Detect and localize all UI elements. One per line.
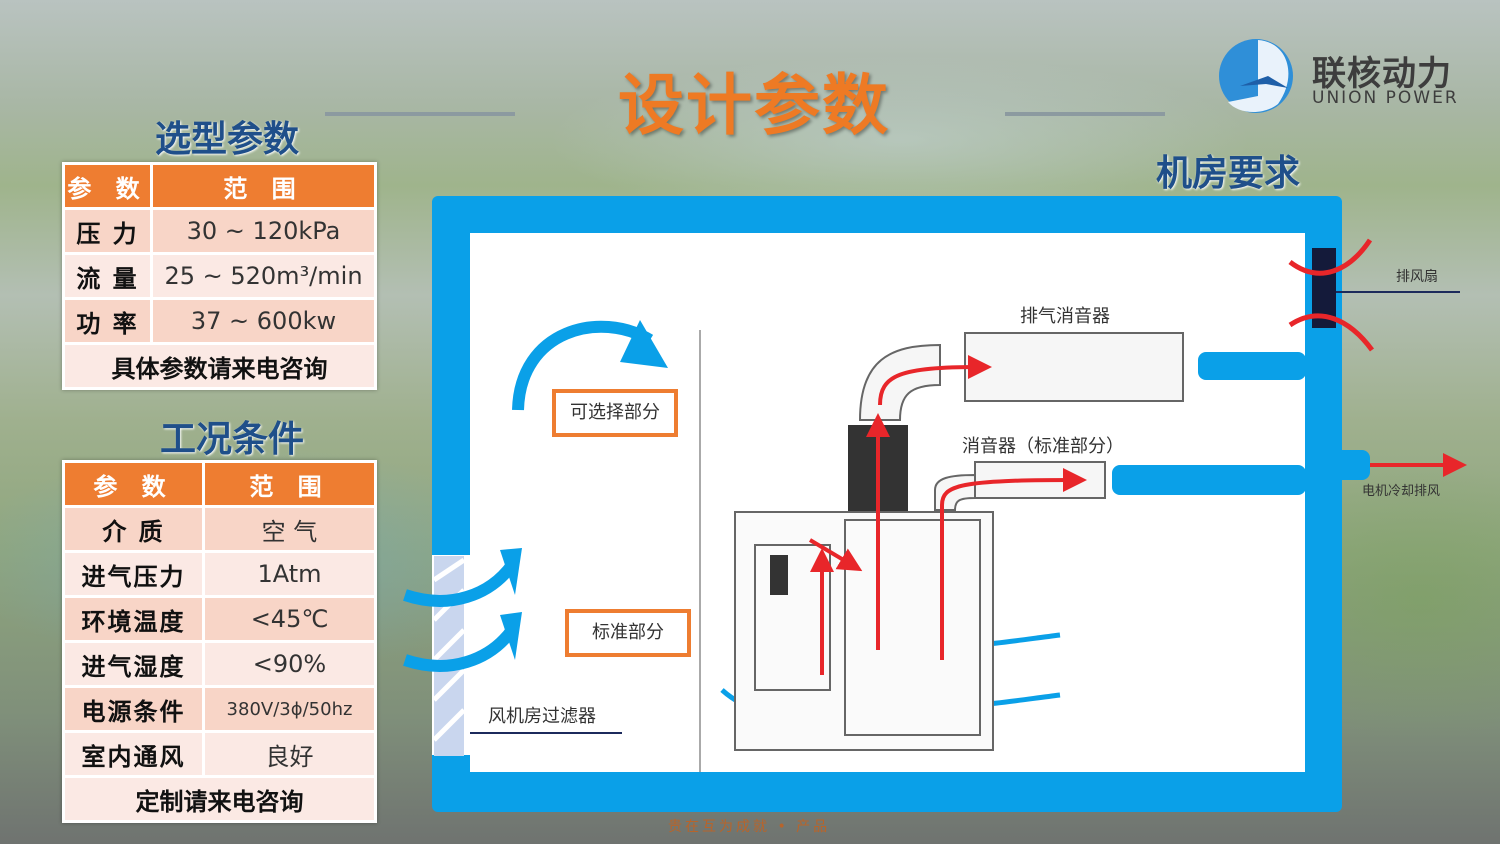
- exhaust-fan-label: 排风扇: [1396, 269, 1438, 285]
- contact-note: 定制请来电咨询: [62, 775, 377, 823]
- filter-label: 风机房过滤器: [488, 706, 596, 727]
- optional-part-label: 可选择部分: [552, 389, 678, 437]
- page-title: 设计参数: [618, 67, 890, 144]
- param-name: 进气压力: [62, 550, 205, 598]
- union-power-logo-icon: [1219, 39, 1293, 113]
- col-header: 范 围: [150, 162, 377, 210]
- conditions-heading: 工况条件: [160, 419, 305, 460]
- exhaust-silencer-label: 排气消音器: [1020, 306, 1110, 327]
- param-value: 37 ~ 600kw: [150, 297, 377, 345]
- table-row: 室内通风良好: [62, 730, 377, 778]
- param-value: 1Atm: [202, 550, 377, 598]
- contact-note: 具体参数请来电咨询: [62, 342, 377, 390]
- room-heading: 机房要求: [1156, 153, 1301, 194]
- param-value: 380V/3ϕ/50hz: [202, 685, 377, 733]
- col-header: 范 围: [202, 460, 377, 508]
- footer-slogan: 贵在互为成就 • 产品: [668, 819, 831, 835]
- param-value: <45℃: [202, 595, 377, 643]
- motor-cooling-label: 电机冷却排风: [1362, 484, 1441, 499]
- param-name: 室内通风: [62, 730, 205, 778]
- logo-text-en: UNION POWER: [1312, 88, 1459, 108]
- param-name: 流 量: [62, 252, 153, 300]
- param-name: 电源条件: [62, 685, 205, 733]
- table-row: 进气湿度<90%: [62, 640, 377, 688]
- param-value: <90%: [202, 640, 377, 688]
- param-name: 环境温度: [62, 595, 205, 643]
- blower-package: [734, 511, 994, 751]
- silencers: [858, 332, 1184, 511]
- exhaust-arrows: [808, 355, 1467, 675]
- param-name: 介 质: [62, 505, 205, 553]
- param-name: 功 率: [62, 297, 153, 345]
- param-value: 25 ~ 520m³/min: [150, 252, 377, 300]
- param-value: 空 气: [202, 505, 377, 553]
- param-name: 进气湿度: [62, 640, 205, 688]
- title-divider: [325, 112, 515, 116]
- title-divider: [1005, 112, 1165, 116]
- col-header: 参 数: [62, 162, 153, 210]
- table-row: 环境温度<45℃: [62, 595, 377, 643]
- param-name: 压 力: [62, 207, 153, 255]
- selection-heading: 选型参数: [155, 119, 300, 160]
- standard-part-label: 标准部分: [565, 609, 691, 657]
- intake-filter: [432, 556, 466, 756]
- logo-text-cn: 联核动力: [1312, 54, 1452, 94]
- table-row: 介 质空 气: [62, 505, 377, 553]
- param-value: 30 ~ 120kPa: [150, 207, 377, 255]
- col-header: 参 数: [62, 460, 205, 508]
- param-value: 良好: [202, 730, 377, 778]
- standard-silencer-label: 消音器（标准部分）: [962, 436, 1124, 457]
- exhaust-fan-icon: [1288, 238, 1460, 352]
